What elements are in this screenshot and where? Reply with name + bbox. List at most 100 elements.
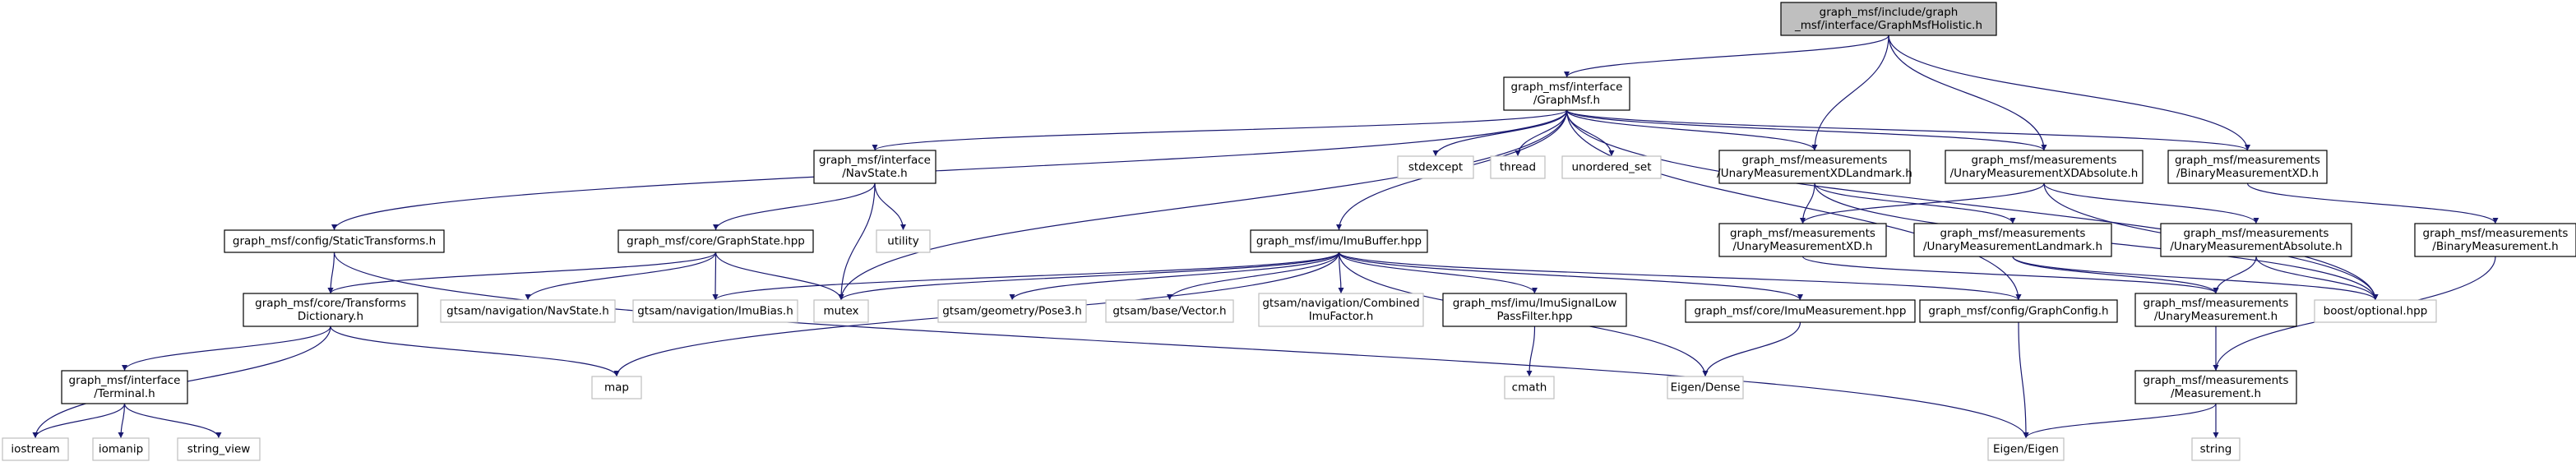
edge-imubuffer-to-gtsam-vector: [1167, 252, 1340, 301]
edge-unaryXD-to-unary: [1801, 256, 2219, 294]
node-measurement[interactable]: graph_msf/measurements/Measurement.h: [2134, 370, 2297, 404]
node-label: thread: [1500, 161, 1536, 174]
edge-imubuffer-to-gtsam-pose3: [1009, 252, 1340, 301]
node-box: [617, 229, 814, 253]
node-terminal[interactable]: graph_msf/interface/Terminal.h: [61, 370, 188, 404]
node-box: [2167, 150, 2328, 184]
node-label: Eigen/Eigen: [1993, 443, 2059, 456]
node-label: Dictionary.h: [298, 310, 363, 323]
node-label: /UnaryMeasurementXDLandmark.h: [1717, 167, 1912, 180]
node-label: graph_msf/measurements: [1940, 227, 2086, 240]
node-gtsam-imubias: gtsam/navigation/ImuBias.h: [632, 299, 798, 323]
node-graphconfig[interactable]: graph_msf/config/GraphConfig.h: [1919, 299, 2118, 323]
node-label: /Measurement.h: [2171, 387, 2261, 400]
node-map: map: [591, 376, 642, 399]
node-label: cmath: [1512, 381, 1547, 395]
node-unaryXD[interactable]: graph_msf/measurements/UnaryMeasurementX…: [1718, 223, 1887, 257]
node-unaryLandmarkXD[interactable]: graph_msf/measurements/UnaryMeasurementX…: [1717, 150, 1912, 184]
edge-unaryAbsolute-to-boost-optional: [2255, 256, 2379, 301]
node-unaryAbsoluteXD[interactable]: graph_msf/measurements/UnaryMeasurementX…: [1945, 150, 2144, 184]
node-label: graph_msf/include/graph: [1820, 6, 1959, 19]
edge-graphmsf-to-unaryAbsoluteXD: [1565, 109, 2047, 151]
node-label: gtsam/base/Vector.h: [1112, 305, 1226, 318]
edge-navstate-to-mutex: [838, 182, 876, 301]
node-label: /GraphMsf.h: [1533, 94, 1600, 107]
node-box: [1718, 150, 1911, 184]
node-graphstate[interactable]: graph_msf/core/GraphState.hpp: [617, 229, 814, 253]
node-label: /BinaryMeasurement.h: [2432, 240, 2558, 253]
node-label: PassFilter.hpp: [1496, 310, 1572, 323]
edge-terminal-to-string-view: [123, 403, 222, 439]
node-box: [2314, 299, 2437, 323]
node-imubuffer[interactable]: graph_msf/imu/ImuBuffer.hpp: [1250, 229, 1428, 253]
node-mutex: mutex: [813, 299, 869, 323]
edge-graphmsf-to-boost-optional: [1565, 109, 2379, 301]
edge-root-to-unaryAbsoluteXD: [1888, 35, 2047, 151]
edge-imubuffer-to-gtsam-imubias: [712, 252, 1340, 301]
node-label: boost/optional.hpp: [2324, 305, 2428, 318]
node-eigen: Eigen/Eigen: [1987, 437, 2065, 461]
node-thread: thread: [1490, 155, 1546, 179]
node-label: /BinaryMeasurementXD.h: [2176, 167, 2319, 180]
node-navstate[interactable]: graph_msf/interface/NavState.h: [813, 150, 937, 184]
node-box: [224, 229, 445, 253]
node-binaryXD[interactable]: graph_msf/measurements/BinaryMeasurement…: [2167, 150, 2328, 184]
edge-navstate-to-utility: [874, 182, 906, 231]
node-label: graph_msf/measurements: [1972, 154, 2117, 167]
edge-root-to-unaryLandmarkXD: [1811, 35, 1889, 151]
node-box: [1490, 155, 1546, 179]
node-label: utility: [887, 235, 918, 248]
node-imumeasurement[interactable]: graph_msf/core/ImuMeasurement.hpp: [1685, 299, 1916, 323]
node-iostream: iostream: [2, 437, 69, 461]
edge-navstate-to-graphstate: [713, 182, 876, 231]
node-graphmsf[interactable]: graph_msf/interface/GraphMsf.h: [1503, 76, 1630, 111]
node-box: [1504, 376, 1555, 399]
node-label: graph_msf/interface: [1511, 81, 1623, 94]
node-label: string_view: [187, 443, 251, 456]
edge-measurement-to-eigen: [2023, 403, 2217, 439]
node-label: gtsam/navigation/NavState.h: [446, 305, 609, 318]
node-unary[interactable]: graph_msf/measurements/UnaryMeasurement.…: [2134, 293, 2297, 327]
node-label: graph_msf/measurements: [1730, 227, 1875, 240]
node-gtsam-pose3: gtsam/geometry/Pose3.h: [937, 299, 1087, 323]
node-label: /UnaryMeasurement.h: [2154, 310, 2278, 323]
node-label: mutex: [823, 305, 858, 318]
node-box: [61, 370, 188, 404]
node-box: [1258, 293, 1424, 327]
node-label: graph_msf/interface: [69, 374, 181, 387]
edge-graphmsf-to-mutex: [838, 109, 1568, 301]
node-box: [2, 437, 69, 461]
node-box: [1503, 76, 1630, 111]
node-root[interactable]: graph_msf/include/graph_msf/interface/Gr…: [1780, 2, 1997, 36]
node-label: graph_msf/core/ImuMeasurement.hpp: [1695, 305, 1907, 318]
node-unaryAbsolute[interactable]: graph_msf/measurements/UnaryMeasurementA…: [2160, 223, 2352, 257]
node-statictransforms[interactable]: graph_msf/config/StaticTransforms.h: [224, 229, 445, 253]
node-box: [2134, 293, 2297, 327]
node-label: unordered_set: [1571, 161, 1651, 174]
node-label: graph_msf/imu/ImuBuffer.hpp: [1256, 235, 1422, 248]
node-box: [440, 299, 616, 323]
node-label: iomanip: [99, 443, 143, 456]
node-binary[interactable]: graph_msf/measurements/BinaryMeasurement…: [2414, 223, 2576, 257]
edge-graphmsf-to-navstate: [872, 109, 1568, 151]
node-box: [1561, 155, 1662, 179]
node-box: [177, 437, 261, 461]
node-box: [1919, 299, 2118, 323]
edge-graphstate-to-gtsam-imubias: [712, 252, 719, 301]
node-box: [1442, 293, 1627, 327]
node-label: /UnaryMeasurementXDAbsolute.h: [1950, 167, 2139, 180]
node-label: iostream: [11, 443, 59, 456]
node-box: [1105, 299, 1234, 323]
node-box: [243, 293, 419, 327]
node-unaryLandmark[interactable]: graph_msf/measurements/UnaryMeasurementL…: [1913, 223, 2112, 257]
node-label: gtsam/navigation/ImuBias.h: [637, 305, 793, 318]
node-box: [591, 376, 642, 399]
node-label: graph_msf/core/Transforms: [255, 297, 406, 310]
edge-graphmsf-to-unaryLandmarkXD: [1565, 109, 1818, 151]
node-box: [1945, 150, 2144, 184]
node-box: [2191, 437, 2241, 461]
